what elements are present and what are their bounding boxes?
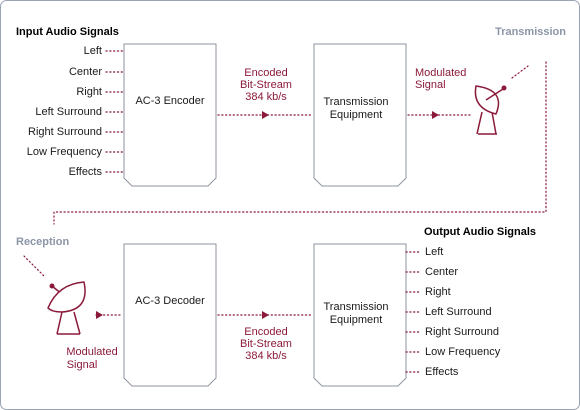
- transmission-title: Transmission: [495, 26, 566, 38]
- arrow-right-icon: [262, 311, 269, 319]
- ac3-decoder-box: [123, 243, 217, 387]
- transmission-equipment-top-line1: Transmission: [324, 96, 389, 108]
- arrow-right-icon: [262, 111, 269, 119]
- output-channel-left: Left: [425, 246, 443, 258]
- svg-text:384 kb/s: 384 kb/s: [245, 91, 287, 103]
- ac3-decoder-label: AC-3 Decoder: [135, 295, 205, 307]
- input-channel-right: Right: [76, 86, 102, 98]
- transmission-route: [53, 61, 547, 225]
- encoded-bitstream-bottom: Encoded Bit-Stream 384 kb/s: [240, 326, 292, 362]
- output-channel-list: Left Center Right Left Surround Right Su…: [425, 246, 501, 378]
- ac3-encoder-box: [123, 43, 217, 187]
- output-channel-right: Right: [425, 286, 451, 298]
- output-channel-low-frequency: Low Frequency: [425, 346, 501, 358]
- satellite-dish-receive-icon: [23, 255, 86, 335]
- input-leaders: [105, 50, 125, 173]
- encoded-bitstream-top: Encoded Bit-Stream 384 kb/s: [240, 67, 292, 103]
- output-channel-right-surround: Right Surround: [425, 326, 499, 338]
- svg-text:Bit-Stream: Bit-Stream: [240, 338, 292, 350]
- transmission-equipment-bottom-box: [313, 243, 407, 387]
- svg-text:Bit-Stream: Bit-Stream: [240, 79, 292, 91]
- ac3-encoder-label: AC-3 Encoder: [135, 95, 204, 107]
- input-channel-right-surround: Right Surround: [28, 126, 102, 138]
- input-channel-effects: Effects: [69, 166, 103, 178]
- output-channel-left-surround: Left Surround: [425, 306, 492, 318]
- transmission-equipment-top-line2: Equipment: [330, 109, 383, 121]
- output-audio-title: Output Audio Signals: [424, 226, 536, 238]
- modulated-signal-bottom-line2: Signal: [67, 359, 98, 371]
- transmission-equipment-top-box: [313, 43, 407, 187]
- transmission-equipment-bottom-line1: Transmission: [324, 301, 389, 313]
- input-channel-list: Left Center Right Left Surround Right Su…: [27, 45, 103, 178]
- satellite-dish-transmit-icon: [474, 65, 529, 135]
- modulated-signal-bottom-line1: Modulated: [66, 346, 117, 358]
- input-audio-title: Input Audio Signals: [16, 26, 119, 38]
- input-channel-left-surround: Left Surround: [35, 106, 102, 118]
- transmission-equipment-bottom-line2: Equipment: [330, 314, 383, 326]
- input-channel-center: Center: [69, 66, 102, 78]
- modulated-signal-top-line2: Signal: [415, 79, 446, 91]
- reception-title: Reception: [16, 236, 69, 248]
- svg-text:Encoded: Encoded: [244, 67, 287, 79]
- input-channel-left: Left: [84, 45, 102, 57]
- arrow-right-icon: [432, 111, 439, 119]
- output-channel-effects: Effects: [425, 366, 459, 378]
- output-leaders: [405, 251, 421, 373]
- svg-text:Encoded: Encoded: [244, 326, 287, 338]
- input-channel-low-frequency: Low Frequency: [27, 146, 103, 158]
- svg-text:384 kb/s: 384 kb/s: [245, 350, 287, 362]
- output-channel-center: Center: [425, 266, 458, 278]
- arrow-right-icon: [96, 311, 103, 319]
- modulated-signal-top-line1: Modulated: [415, 67, 466, 79]
